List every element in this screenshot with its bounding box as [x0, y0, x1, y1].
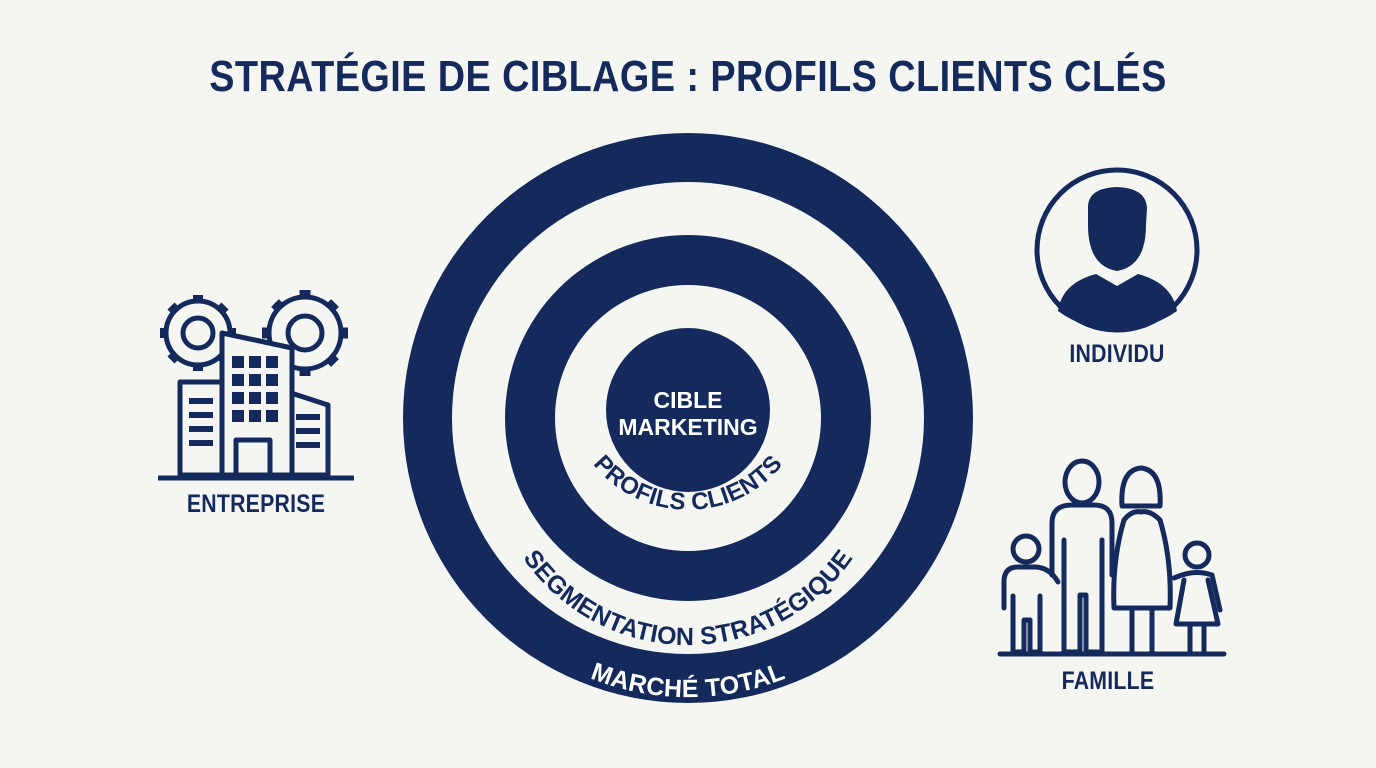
- person-icon: [1034, 167, 1200, 333]
- page-title: STRATÉGIE DE CIBLAGE : PROFILS CLIENTS C…: [209, 52, 1167, 101]
- target-diagram: CIBLE MARKETING PROFILS CLIENTS SEGMENTA…: [403, 133, 973, 703]
- profile-label-famille: FAMILLE: [1061, 667, 1155, 695]
- bullseye-label-line1: CIBLE: [654, 387, 723, 413]
- building-gears-icon: [158, 290, 354, 481]
- bullseye: [606, 328, 770, 492]
- profile-label-individu: INDIVIDU: [1069, 340, 1165, 368]
- family-icon: [997, 458, 1227, 657]
- bullseye-label-line2: MARKETING: [618, 414, 757, 440]
- profile-label-entreprise: ENTREPRISE: [186, 490, 326, 518]
